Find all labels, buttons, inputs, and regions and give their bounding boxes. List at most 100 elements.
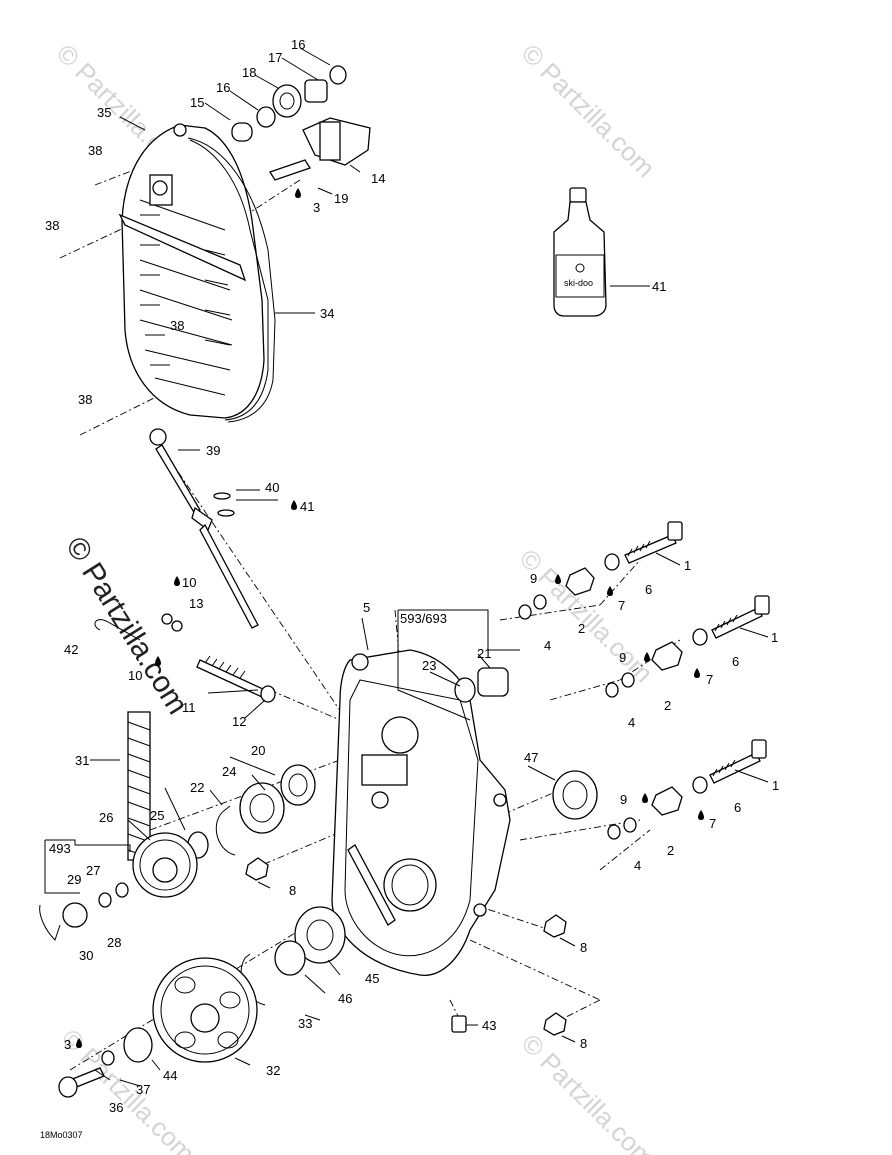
callout: 4: [544, 638, 551, 653]
bottle-brand-text: ski-doo: [564, 278, 593, 288]
callout: 9: [530, 571, 537, 586]
callout: 2: [578, 621, 585, 636]
chaincase-cover: [118, 123, 276, 423]
oil-drop-icon: [555, 574, 561, 584]
callout: 46: [338, 991, 352, 1006]
callout: 2: [667, 843, 674, 858]
oil-drop-icon: [698, 810, 704, 820]
callout: 4: [628, 715, 635, 730]
callout: 12: [232, 714, 246, 729]
callout: 30: [79, 948, 93, 963]
oil-bottle: ski-doo: [553, 187, 607, 317]
callout: 20: [251, 743, 265, 758]
oil-drop-icon: [295, 188, 301, 198]
tensioner-spring: [94, 613, 276, 703]
callout: 9: [619, 650, 626, 665]
variant-box-593-693: 593/693: [397, 609, 520, 721]
callout: 38: [45, 218, 59, 233]
callout-labels: 1 1 1 2 2 2 3 3 3 4 4 4 5 6 6 6 7 7 7 8 …: [45, 37, 779, 1115]
oil-drop-icon: [76, 1038, 82, 1048]
callout: 3: [313, 200, 320, 215]
adjuster-bolt-upper: [518, 521, 683, 620]
callout: 17: [268, 50, 282, 65]
callout: 41: [652, 279, 666, 294]
dipstick: [149, 428, 259, 629]
nuts-and-plug: [245, 857, 567, 1036]
callout: 45: [365, 971, 379, 986]
box-b-label: 493: [49, 841, 71, 856]
lubricant-drop-icons: [76, 188, 704, 1048]
chaincase-housing: [331, 649, 511, 976]
callout: 39: [206, 443, 220, 458]
callout: 8: [289, 883, 296, 898]
oil-drop-icon: [291, 500, 297, 510]
callout: 8: [580, 1036, 587, 1051]
oil-drop-icon: [155, 656, 161, 666]
callout: 6: [734, 800, 741, 815]
box-a-label: 593/693: [400, 611, 447, 626]
oil-drop-icon: [174, 576, 180, 586]
callout: 3: [64, 1037, 71, 1052]
oil-drop-icon: [642, 793, 648, 803]
drive-chain: [127, 711, 151, 861]
variant-box-493: 493: [39, 839, 131, 941]
callout: 5: [363, 600, 370, 615]
callout: 1: [772, 778, 779, 793]
callout: 24: [222, 764, 236, 779]
callout: 8: [580, 940, 587, 955]
callout: 38: [78, 392, 92, 407]
oil-drop-icon: [694, 668, 700, 678]
callout: 6: [732, 654, 739, 669]
callout: 1: [684, 558, 691, 573]
callout: 32: [266, 1063, 280, 1078]
callout: 36: [109, 1100, 123, 1115]
callout: 25: [150, 808, 164, 823]
callout: 1: [771, 630, 778, 645]
tensioner-assembly: [231, 65, 371, 181]
callout: 9: [620, 792, 627, 807]
leader-lines: [90, 47, 769, 1087]
callout: 27: [86, 863, 100, 878]
callout: 37: [136, 1082, 150, 1097]
adjuster-bolt-middle: [605, 595, 770, 698]
callout: 16: [216, 80, 230, 95]
callout: 11: [182, 700, 196, 715]
callout: 14: [371, 171, 385, 186]
callout: 15: [190, 95, 204, 110]
watermark: © Partzilla.com: [516, 1028, 661, 1155]
callout: 31: [75, 753, 89, 768]
bearings-and-seals: [187, 764, 598, 1006]
callout: 18: [242, 65, 256, 80]
drive-sprocket: [132, 832, 198, 898]
callout: 22: [190, 780, 204, 795]
callout: 10: [128, 668, 142, 683]
callout: 34: [320, 306, 334, 321]
oil-drop-icon: [607, 586, 613, 596]
callout: 29: [67, 872, 81, 887]
watermark: © Partzilla.com: [516, 38, 661, 183]
callout: 23: [422, 658, 436, 673]
callout: 2: [664, 698, 671, 713]
callout: 41: [300, 499, 314, 514]
watermark: © Partzilla.com: [514, 543, 659, 688]
callout: 10: [182, 575, 196, 590]
callout: 40: [265, 480, 279, 495]
callout: 7: [709, 816, 716, 831]
callout: 4: [634, 858, 641, 873]
callout: 21: [477, 646, 491, 661]
callout: 19: [334, 191, 348, 206]
callout: 13: [189, 596, 203, 611]
callout: 33: [298, 1016, 312, 1031]
callout: 42: [64, 642, 78, 657]
callout: 38: [170, 318, 184, 333]
callout: 28: [107, 935, 121, 950]
adjuster-bolt-lower: [607, 739, 767, 840]
callout: 7: [618, 598, 625, 613]
callout: 47: [524, 750, 538, 765]
oil-drop-icon: [644, 652, 650, 662]
callout: 44: [163, 1068, 177, 1083]
callout: 6: [645, 582, 652, 597]
driven-gear: [152, 957, 258, 1063]
callout: 43: [482, 1018, 496, 1033]
